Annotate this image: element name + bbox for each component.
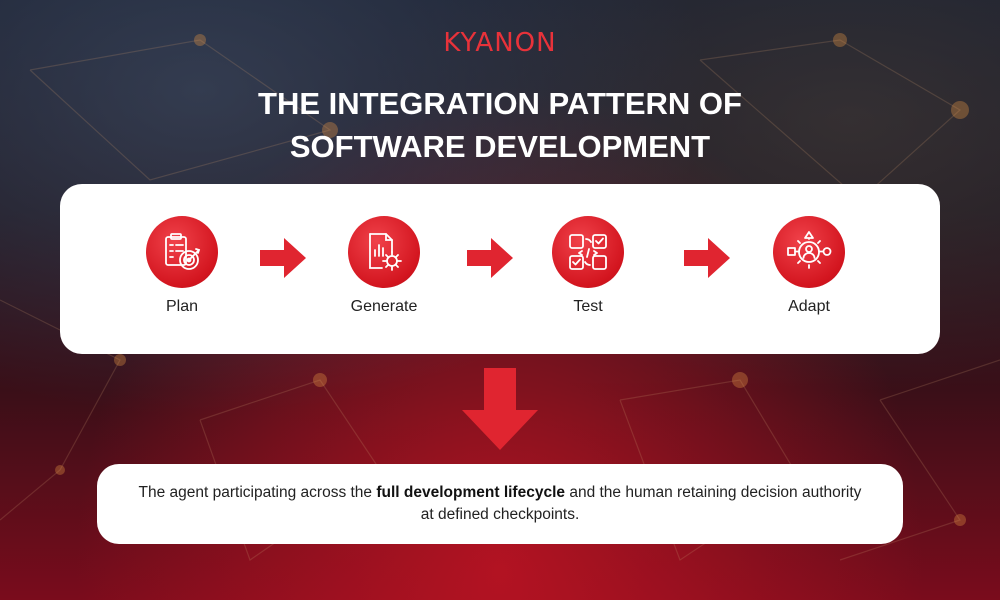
- right-arrow-icon: [467, 238, 513, 278]
- caption-text-start: The agent participating across the: [138, 484, 377, 501]
- caption-box: The agent participating across the full …: [97, 464, 903, 544]
- step-test: Test: [508, 216, 668, 316]
- step-label: Plan: [165, 298, 199, 315]
- right-arrow-icon: [684, 238, 730, 278]
- caption-emphasis: full development lifecycle: [376, 484, 566, 501]
- step-label: Generate: [350, 298, 418, 315]
- document-gear-icon: [348, 216, 420, 288]
- step-adapt: Adapt: [729, 216, 889, 316]
- step-plan: Plan: [102, 216, 262, 316]
- step-label: Adapt: [788, 298, 830, 315]
- page-title: THE INTEGRATION PATTERN OF SOFTWARE DEVE…: [0, 82, 1000, 168]
- right-arrow-icon: [260, 238, 306, 278]
- process-card: Plan Generate: [60, 184, 940, 354]
- caption-text: The agent participating across the full …: [130, 482, 870, 526]
- kyanon-logo: KYANON: [443, 28, 557, 58]
- code-checklist-icon: [552, 216, 624, 288]
- step-generate: Generate: [304, 216, 464, 316]
- title-line-2: SOFTWARE DEVELOPMENT: [289, 129, 711, 164]
- down-arrow-icon: [462, 368, 538, 450]
- title-line-1: THE INTEGRATION PATTERN OF: [258, 86, 742, 121]
- step-label: Test: [573, 298, 603, 315]
- clipboard-target-icon: [146, 216, 218, 288]
- person-gear-icon: [773, 216, 845, 288]
- caption-text-end: and the human retaining decision authori…: [420, 484, 862, 523]
